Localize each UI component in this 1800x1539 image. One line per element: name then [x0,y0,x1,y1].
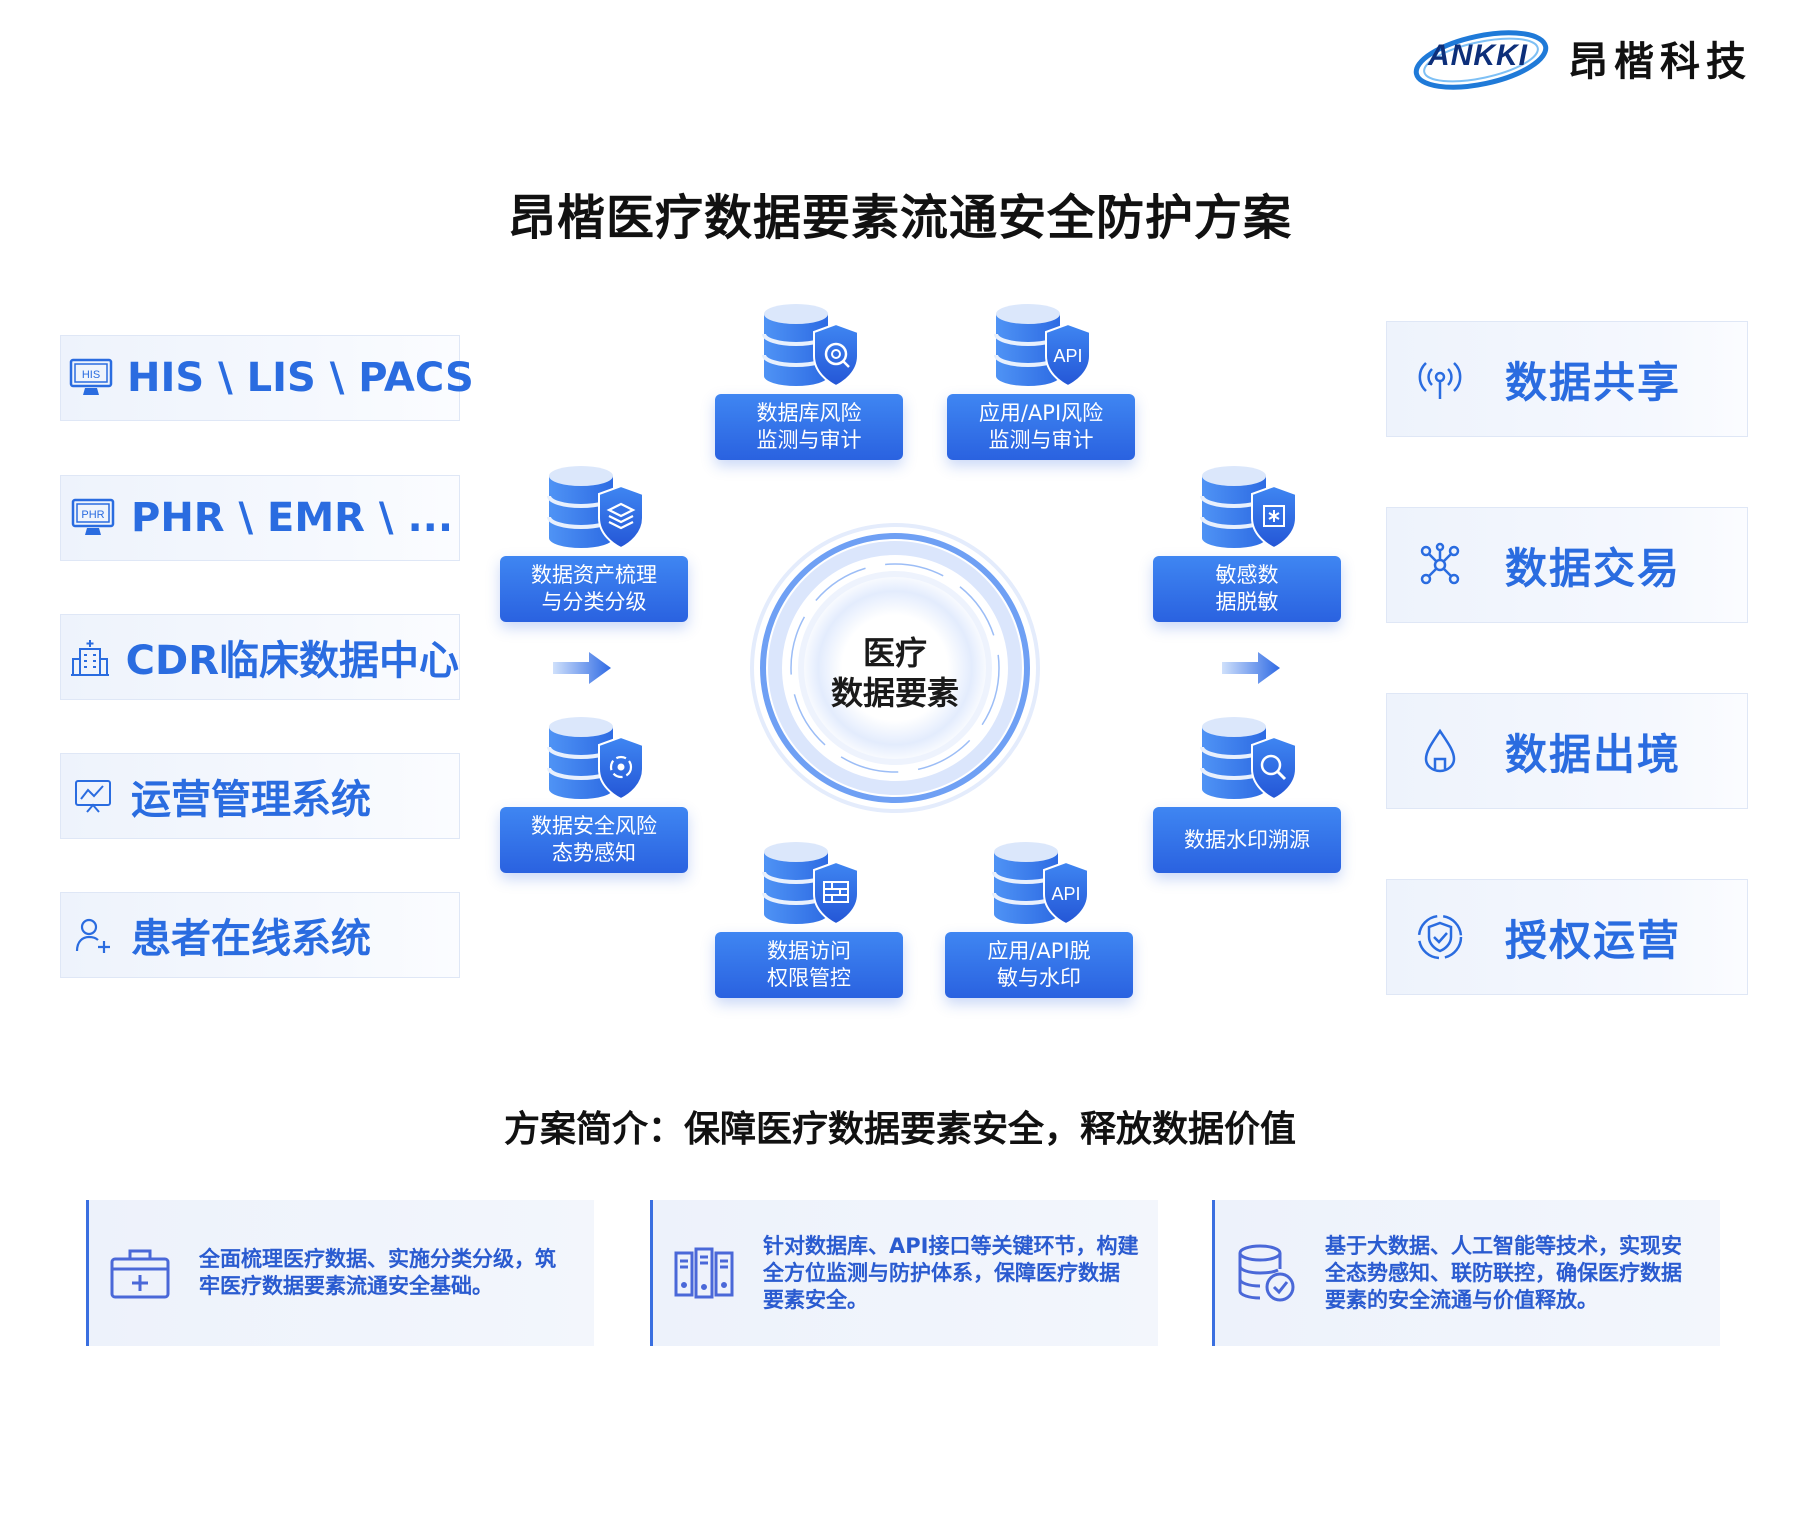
module-line2: 监测与审计 [756,428,862,452]
center-line1: 医疗 [862,634,927,672]
medical-kit-icon [103,1236,177,1310]
logo-text: ANKKI [1428,39,1528,72]
module-line2: 权限管控 [767,966,851,990]
his-icon-text: HIS [82,369,100,381]
flow-arrow-left [553,652,611,684]
source-label: 运营管理系统 [131,777,371,823]
database-target-shield-icon [539,713,649,811]
source-label: HIS \ LIS \ PACS [127,355,474,401]
output-cross-border: 数据出境 [1386,693,1748,809]
page-title: 昂楷医疗数据要素流通安全防护方案 [507,190,1292,246]
database-layers-shield-icon [539,462,649,560]
api-badge-text: API [1051,884,1080,904]
card-text: 基于大数据、人工智能等技术，实现安全态势感知、联防联控，确保医疗数据要素的安全流… [1325,1233,1682,1312]
source-his: HIS HIS \ LIS \ PACS [60,335,474,421]
output-label: 授权运营 [1505,915,1682,965]
broadcast-icon [1413,352,1467,406]
database-search-shield-icon [754,300,864,398]
module-line1: 数据资产梳理 [531,563,657,587]
output-label: 数据出境 [1505,729,1682,779]
module-desens[interactable]: 敏感数据脱敏 [1153,462,1341,622]
source-ops: 运营管理系统 [60,753,460,839]
module-line2: 态势感知 [552,841,636,865]
database-api-shield-icon: API [984,838,1094,936]
module-line1: 数据安全风险 [531,814,657,838]
module-api-mask[interactable]: API 应用/API脱敏与水印 [945,838,1133,998]
module-db-risk[interactable]: 数据库风险监测与审计 [715,300,903,460]
his-monitor-icon: HIS [69,354,113,402]
section-subtitle: 方案简介：保障医疗数据要素安全，释放数据价值 [503,1109,1296,1150]
brand-name: 昂楷科技 [1568,39,1752,85]
database-magnify-shield-icon [1192,713,1302,811]
source-label: 患者在线系统 [131,916,371,962]
module-watermark[interactable]: 数据水印溯源 [1153,713,1341,873]
user-add-icon [69,911,117,959]
drop-house-icon [1413,724,1467,778]
brand-logo: ANKKI 昂楷科技 [1412,22,1752,94]
module-posture[interactable]: 数据安全风险态势感知 [500,713,688,873]
summary-card: 全面梳理医疗数据、实施分类分级，筑牢医疗数据要素流通安全基础。 [86,1200,594,1346]
database-firewall-shield-icon [754,838,864,936]
server-rack-icon [667,1236,741,1310]
chart-board-icon [69,772,117,820]
database-check-icon [1229,1236,1303,1310]
module-line1: 敏感数 [1215,563,1279,587]
database-asterisk-shield-icon [1192,462,1302,560]
summary-card: 针对数据库、API接口等关键环节，构建全方位监测与防护体系，保障医疗数据要素安全… [650,1200,1158,1346]
center-hub: 医疗 数据要素 [745,518,1045,818]
output-label: 数据共享 [1505,357,1682,407]
module-asset[interactable]: 数据资产梳理与分类分级 [500,462,688,622]
source-label: PHR \ EMR \ ... [131,495,454,541]
module-line2: 据脱敏 [1215,590,1279,614]
summary-card: 基于大数据、人工智能等技术，实现安全态势感知、联防联控，确保医疗数据要素的安全流… [1212,1200,1720,1346]
module-line1: 数据水印溯源 [1184,827,1310,852]
output-sharing: 数据共享 [1386,321,1748,437]
module-line2: 敏与水印 [997,966,1081,990]
source-phr: PHR PHR \ EMR \ ... [60,475,460,561]
ankki-logo-mark: ANKKI [1412,22,1550,94]
shield-check-icon [1413,910,1467,964]
source-patient: 患者在线系统 [60,892,460,978]
center-line2: 数据要素 [830,674,959,712]
card-text: 针对数据库、API接口等关键环节，构建全方位监测与防护体系，保障医疗数据要素安全… [763,1233,1139,1312]
phr-icon-text: PHR [81,509,104,521]
module-line2: 与分类分级 [541,590,647,614]
module-line2: 监测与审计 [988,428,1094,452]
api-badge-text: API [1053,346,1082,366]
network-nodes-icon [1413,538,1467,592]
output-authorized-ops: 授权运营 [1386,879,1748,995]
hospital-building-icon [69,633,112,681]
module-line1: 数据库风险 [756,401,862,425]
output-label: 数据交易 [1505,543,1682,593]
database-api-shield-icon: API [986,300,1096,398]
phr-monitor-icon: PHR [69,494,117,542]
source-cdr: CDR临床数据中心 [60,614,460,700]
flow-arrow-right [1222,652,1280,684]
source-label: CDR临床数据中心 [125,638,459,684]
module-line1: 应用/API脱 [987,939,1091,963]
module-access[interactable]: 数据访问权限管控 [715,838,903,998]
module-line1: 应用/API风险 [978,401,1104,425]
output-trading: 数据交易 [1386,507,1748,623]
module-line1: 数据访问 [767,939,851,963]
module-api-risk[interactable]: API 应用/API风险监测与审计 [947,300,1135,460]
card-text: 全面梳理医疗数据、实施分类分级，筑牢医疗数据要素流通安全基础。 [199,1247,556,1298]
